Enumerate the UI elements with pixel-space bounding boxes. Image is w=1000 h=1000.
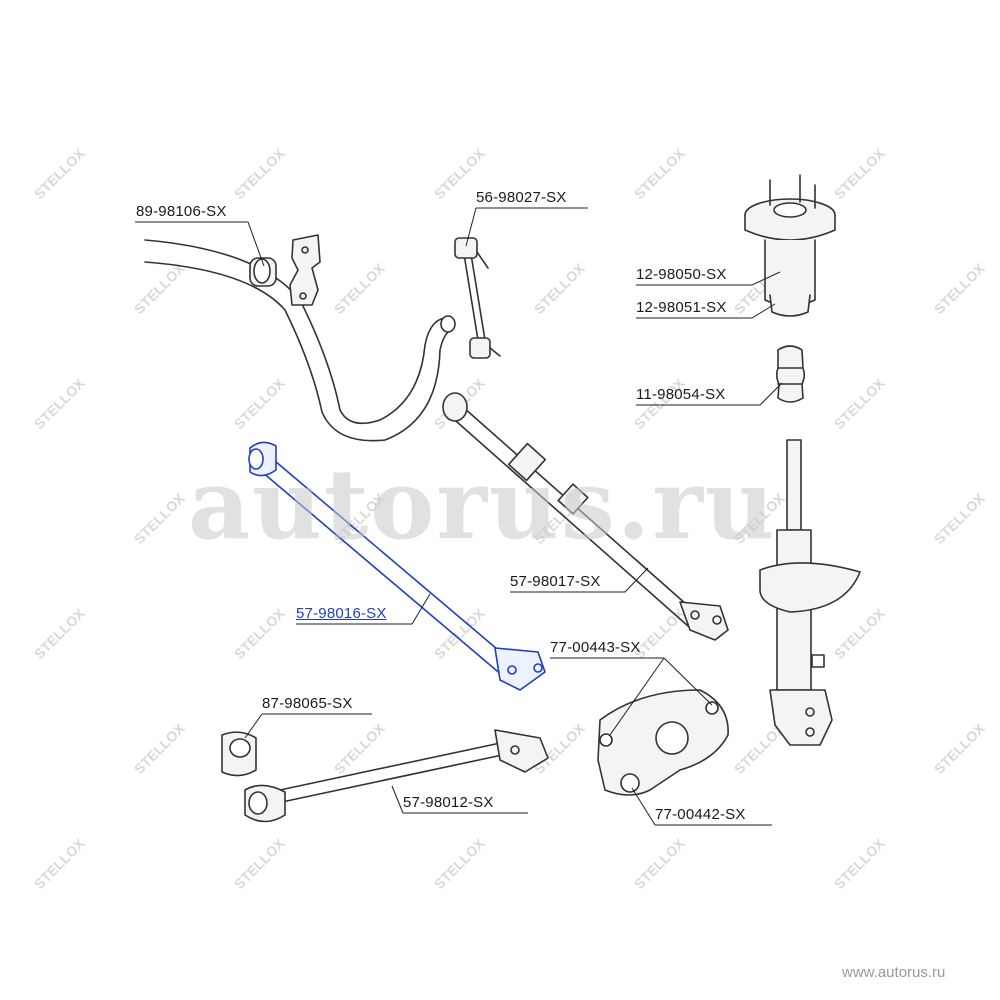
label-56-98027-sx[interactable]: 56-98027-SX	[476, 189, 567, 206]
label-57-98017-sx[interactable]: 57-98017-SX	[510, 573, 601, 590]
label-89-98106-sx[interactable]: 89-98106-SX	[136, 203, 227, 220]
label-12-98050-sx[interactable]: 12-98050-SX	[636, 266, 727, 283]
label-12-98051-sx[interactable]: 12-98051-SX	[636, 299, 727, 316]
rear-knuckle[interactable]	[597, 689, 729, 796]
shock-absorber[interactable]	[759, 439, 861, 746]
site-url: www.autorus.ru	[842, 964, 946, 981]
stabilizer-link[interactable]	[454, 237, 501, 359]
label-57-98012-sx[interactable]: 57-98012-SX	[403, 794, 494, 811]
rear-control-arm-lower[interactable]	[244, 729, 549, 823]
bushing-bracket[interactable]	[289, 234, 321, 306]
rear-control-arm-highlighted[interactable]	[248, 441, 546, 691]
label-77-00442-sx[interactable]: 77-00442-SX	[655, 806, 746, 823]
label-11-98054-sx[interactable]: 11-98054-SX	[636, 386, 726, 403]
strut-mount[interactable]	[744, 174, 836, 317]
watermark-text: autorus.ru	[188, 448, 777, 561]
rear-control-arm-upper[interactable]	[442, 392, 729, 641]
leader-lines	[135, 207, 783, 826]
label-87-98065-sx[interactable]: 87-98065-SX	[262, 695, 353, 712]
label-77-00443-sx[interactable]: 77-00443-SX	[550, 639, 641, 656]
arm-bushing[interactable]	[221, 731, 257, 777]
stabilizer-bushing[interactable]	[249, 257, 277, 287]
label-57-98016-sx[interactable]: 57-98016-SX	[296, 605, 387, 622]
bump-stop[interactable]	[775, 345, 806, 403]
